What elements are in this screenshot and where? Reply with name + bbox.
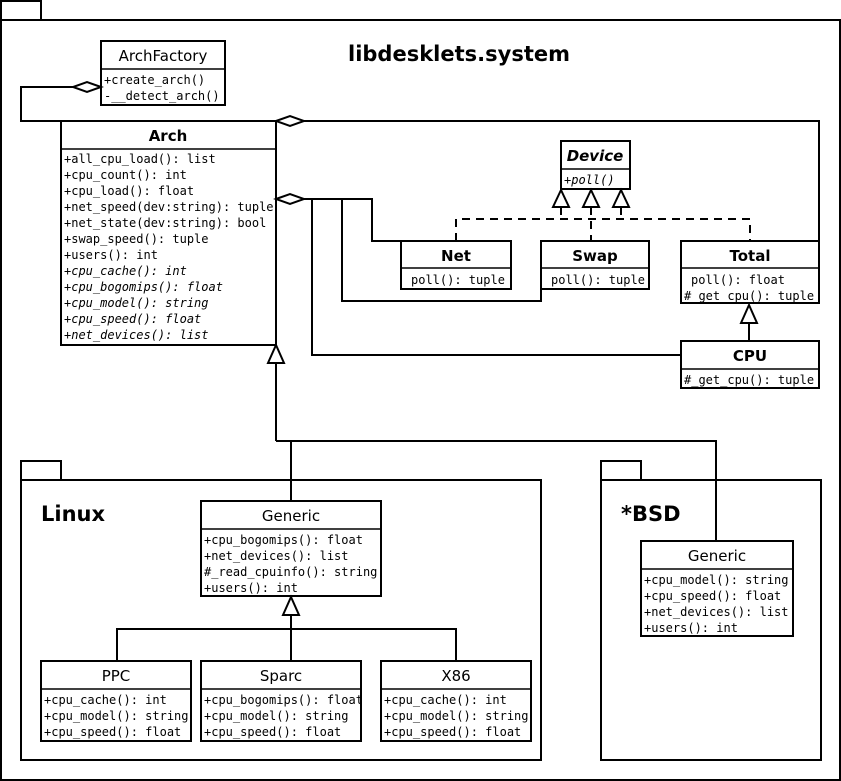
class-method: +create_arch() <box>104 73 205 87</box>
class-abstract-method: +cpu_speed(): float <box>64 312 201 326</box>
class-name: Device <box>567 147 624 165</box>
class-method: +all_cpu_load(): list <box>64 152 216 166</box>
class-box <box>640 540 794 637</box>
aggregation-diamond-icon <box>273 114 307 128</box>
class-method: +cpu_model(): string <box>44 709 189 723</box>
realization-bus <box>455 218 751 241</box>
class-cpu[interactable]: CPU #_get_cpu(): tuple <box>680 340 820 389</box>
class-method: +net_devices(): list <box>204 549 349 563</box>
class-box <box>200 660 362 742</box>
generalization-triangle-icon <box>281 594 301 616</box>
class-box <box>540 240 650 290</box>
class-swap[interactable]: Swap poll(): tuple <box>540 240 650 290</box>
class-x86[interactable]: X86 +cpu_cache(): int +cpu_model(): stri… <box>380 660 532 742</box>
aggregation-diamond-icon <box>273 192 307 206</box>
class-method: +cpu_speed(): float <box>384 725 521 739</box>
class-abstract-method: +cpu_bogomips(): float <box>64 280 223 294</box>
class-box <box>40 660 192 742</box>
class-method: +cpu_speed(): float <box>644 589 781 603</box>
class-method: #_get_cpu(): tuple <box>684 289 814 303</box>
class-name: Total <box>730 247 771 265</box>
association-arch-cpu <box>304 198 681 356</box>
class-archfactory[interactable]: ArchFactory +create_arch() -__detect_arc… <box>100 40 226 106</box>
package-tab <box>0 0 42 22</box>
class-linux-generic[interactable]: Generic +cpu_bogomips(): float +net_devi… <box>200 500 382 597</box>
class-method: +cpu_model(): string <box>644 573 789 587</box>
class-bsd-generic[interactable]: Generic +cpu_model(): string +cpu_speed(… <box>640 540 794 637</box>
class-method: +cpu_bogomips(): float <box>204 533 363 547</box>
class-box <box>560 140 631 190</box>
class-net[interactable]: Net poll(): tuple <box>400 240 512 290</box>
class-method: +users(): int <box>204 581 298 595</box>
class-device[interactable]: Device +poll() <box>560 140 631 190</box>
connectors <box>20 86 820 661</box>
class-method: poll(): tuple <box>411 273 505 287</box>
class-method: #_get_cpu(): tuple <box>684 373 814 387</box>
class-box <box>100 40 226 106</box>
class-method: +cpu_speed(): float <box>204 725 341 739</box>
class-method: +users(): int <box>644 621 738 635</box>
package-tab <box>600 460 642 482</box>
class-name: Net <box>441 247 471 265</box>
package-title: Linux <box>41 502 105 526</box>
class-total[interactable]: Total poll(): float #_get_cpu(): tuple <box>680 240 820 304</box>
class-method: +cpu_bogomips(): float <box>204 693 363 707</box>
generalization-bsd-generic-arch <box>276 440 717 541</box>
class-method: +cpu_model(): string <box>384 709 529 723</box>
class-method: +cpu_load(): float <box>64 184 194 198</box>
class-box <box>380 660 532 742</box>
class-box <box>680 240 820 304</box>
class-name: Swap <box>572 247 618 265</box>
class-method: poll(): tuple <box>551 273 645 287</box>
class-box <box>680 340 820 389</box>
realization-triangle-icon <box>611 187 631 208</box>
arrow-heads <box>70 80 759 616</box>
class-name: Sparc <box>260 667 302 685</box>
class-name: CPU <box>733 347 767 365</box>
association-arch-swap <box>304 198 542 302</box>
generalization-triangle-icon <box>739 302 759 324</box>
class-method: +users(): int <box>64 248 158 262</box>
class-method: +cpu_speed(): float <box>44 725 181 739</box>
class-method: +swap_speed(): tuple <box>64 232 209 246</box>
class-box <box>60 120 277 346</box>
package-title: libdesklets.system <box>348 42 570 66</box>
class-abstract-method: +poll() <box>564 173 615 187</box>
class-method: +net_speed(dev:string): tuple <box>64 200 274 214</box>
class-name: PPC <box>102 667 131 685</box>
package-tab <box>20 460 62 482</box>
class-name: Arch <box>149 127 188 145</box>
class-name: ArchFactory <box>119 47 208 65</box>
class-sparc[interactable]: Sparc +cpu_bogomips(): float +cpu_model(… <box>200 660 363 742</box>
aggregation-diamond-icon <box>70 80 104 94</box>
class-name: Generic <box>688 547 746 565</box>
realization-triangle-icon <box>581 187 601 208</box>
class-method: poll(): float <box>691 273 785 287</box>
class-method: -__detect_arch() <box>104 89 220 103</box>
class-arch[interactable]: Arch +all_cpu_load(): list +cpu_count():… <box>60 120 277 346</box>
class-box <box>400 240 512 290</box>
class-ppc[interactable]: PPC +cpu_cache(): int +cpu_model(): stri… <box>40 660 192 742</box>
class-method: +cpu_count(): int <box>64 168 187 182</box>
package-title: *BSD <box>621 502 681 526</box>
class-method: +cpu_cache(): int <box>44 693 167 707</box>
class-name: X86 <box>441 667 470 685</box>
generalization-linux-bus <box>116 628 457 661</box>
class-name: Generic <box>262 507 320 525</box>
class-method: +cpu_cache(): int <box>384 693 507 707</box>
class-method: +cpu_model(): string <box>204 709 349 723</box>
class-method: +net_state(dev:string): bool <box>64 216 266 230</box>
association-archfactory-arch <box>20 86 73 122</box>
class-method: +net_devices(): list <box>644 605 789 619</box>
class-abstract-method: +net_devices(): list <box>64 328 209 342</box>
realization-triangle-icon <box>551 187 571 208</box>
class-abstract-method: +cpu_model(): string <box>64 296 209 310</box>
generalization-triangle-icon <box>266 342 286 364</box>
class-abstract-method: +cpu_cache(): int <box>64 264 187 278</box>
association-arch-total <box>303 120 820 241</box>
class-method: #_read_cpuinfo(): string <box>204 565 377 579</box>
